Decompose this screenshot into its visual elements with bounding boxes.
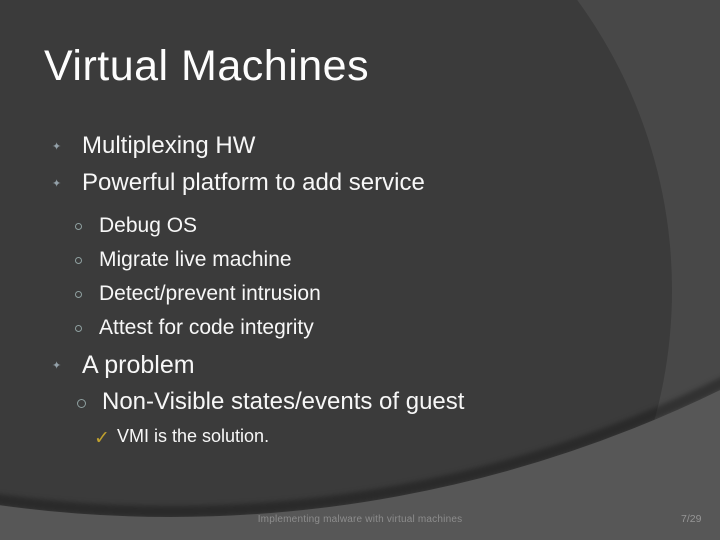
bullet-diamond-icon: ✦ (52, 360, 62, 372)
sub-bullet-attest: Attest for code integrity (99, 316, 314, 339)
circle-bullet-icon (75, 291, 82, 298)
bullet-diamond-icon: ✦ (52, 178, 62, 190)
solution-note: VMI is the solution. (117, 426, 270, 446)
circle-bullet-icon (75, 257, 82, 264)
bullet-diamond-icon: ✦ (52, 141, 62, 153)
bullet-multiplexing: Multiplexing HW (82, 132, 256, 159)
bullet-powerful-platform: Powerful platform to add service (82, 169, 425, 196)
circle-bullet-icon (75, 223, 82, 230)
sub-bullet-migrate: Migrate live machine (99, 248, 292, 271)
bullet-a-problem: A problem (82, 351, 195, 379)
circle-bullet-icon (77, 399, 86, 408)
page-number: 7/29 (681, 513, 702, 525)
sub-bullet-detect: Detect/prevent intrusion (99, 282, 321, 305)
sub-bullet-non-visible: Non-Visible states/events of guest (102, 388, 465, 415)
check-icon: ✓ (94, 428, 110, 449)
sub-bullet-debug-os: Debug OS (99, 214, 198, 237)
circle-bullet-icon (75, 325, 82, 332)
footer-title: Implementing malware with virtual machin… (257, 514, 463, 525)
slide-title: Virtual Machines (44, 42, 370, 90)
